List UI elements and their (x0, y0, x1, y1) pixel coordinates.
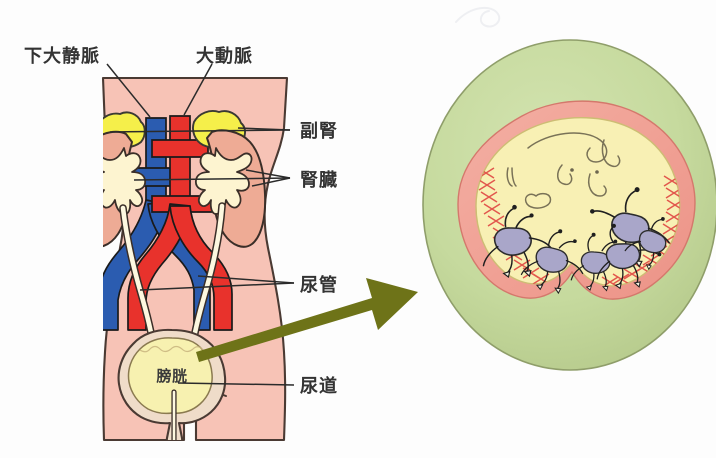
leader-urethra (177, 382, 295, 386)
leader-ureter (197, 275, 295, 284)
label-urethra: 尿道 (300, 375, 338, 397)
leader-kidney-b (251, 177, 291, 187)
label-kidney: 腎臓 (300, 170, 338, 191)
label-group: 下大静脈 大動脈 副腎 腎臓 尿管 尿道 (24, 45, 338, 397)
leader-aorta (183, 63, 213, 116)
kidney-left (103, 130, 147, 248)
label-aorta: 大動脈 (196, 45, 253, 67)
leader-kidney-c (133, 177, 291, 181)
magnify-arrow (196, 278, 418, 362)
leader-vena-cava (106, 63, 151, 118)
bladder-inset (422, 39, 716, 371)
bacterium (624, 217, 667, 271)
bacteria-cluster (482, 187, 670, 295)
leader-adrenal-left (109, 129, 291, 133)
leader-kidney-a (245, 169, 291, 179)
ureter-right (188, 202, 226, 354)
lumen-scribbles (506, 132, 621, 209)
label-vena-cava: 下大静脈 (24, 45, 100, 67)
bladder-inline-label: 膀胱 (156, 367, 187, 385)
leader-ureter-b (139, 282, 295, 291)
faint-decorative-mark (455, 6, 501, 28)
leader-lines (106, 63, 295, 386)
bacterium (520, 229, 584, 295)
label-ureter: 尿管 (300, 274, 338, 296)
torso-group: 膀胱 (101, 76, 289, 442)
label-adrenal-gland: 副腎 (300, 121, 338, 142)
bacterium (596, 223, 662, 290)
bacterium (482, 204, 552, 278)
